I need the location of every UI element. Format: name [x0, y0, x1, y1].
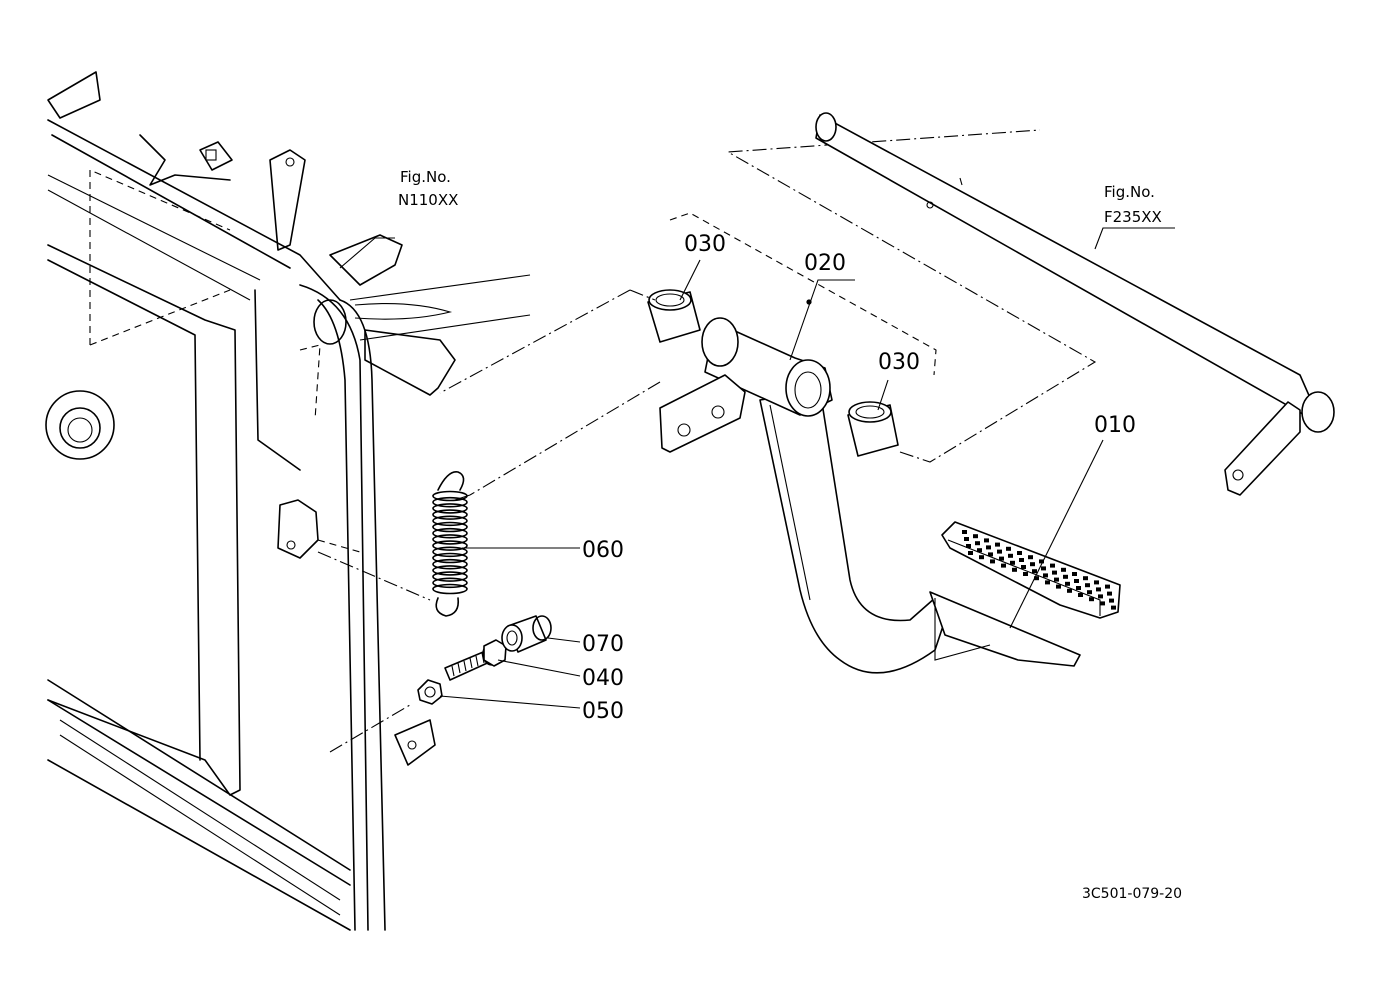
- tread-dot: [962, 530, 967, 534]
- leader-lines: [339, 227, 1175, 709]
- tread-dot: [966, 544, 971, 548]
- tread-dot: [1028, 555, 1033, 560]
- tread-dot: [1085, 583, 1090, 588]
- tread-dot: [1063, 574, 1068, 579]
- label-070: 070: [582, 632, 624, 657]
- tread-dot: [1006, 546, 1011, 551]
- bushing-030-right: [847, 401, 899, 457]
- tread-dot: [1010, 560, 1015, 565]
- frame-assembly: [45, 71, 531, 931]
- spring-coil: [432, 496, 468, 508]
- tread-dot: [1111, 605, 1116, 610]
- spring-coil: [432, 565, 468, 576]
- tread-dot: [1072, 572, 1077, 576]
- bushing-030-left: [647, 289, 701, 343]
- part-labels: 010 020 030 030 040 050 060 070: [582, 232, 1136, 724]
- spring-coil: [432, 527, 468, 539]
- drawing-code: 3C501-079-20: [1082, 886, 1182, 902]
- collar-070: [501, 615, 552, 653]
- tread-dot: [1056, 584, 1061, 589]
- tread-dot: [999, 556, 1004, 561]
- shaft-reference: [815, 112, 1335, 496]
- tread-dot: [984, 538, 989, 543]
- figure-references: Fig.No. N110XX Fig.No. F235XX: [398, 168, 1162, 226]
- tread-dot: [1030, 562, 1035, 567]
- tread-dot: [1076, 586, 1081, 590]
- tread-dot: [1041, 566, 1046, 571]
- tread-dot: [1094, 580, 1099, 585]
- tread-dot: [1061, 567, 1066, 572]
- tread-dot: [1096, 587, 1101, 592]
- spring-coil: [432, 571, 468, 582]
- tread-dot: [1100, 601, 1105, 606]
- tread-dot: [1089, 597, 1094, 602]
- tread-dot: [1012, 567, 1017, 572]
- tread-dot: [1087, 590, 1092, 595]
- tread-dot: [1054, 577, 1059, 582]
- tread-dot: [973, 534, 978, 539]
- tread-dot: [997, 549, 1002, 554]
- spring-coil: [432, 552, 468, 564]
- tread-dot: [1034, 576, 1039, 581]
- ref-f235xx-label: Fig.No.: [1104, 183, 1155, 201]
- spring-coil: [432, 521, 468, 533]
- pedal-pad-010: [941, 521, 1121, 619]
- tread-dot: [977, 548, 982, 553]
- nut-050: [417, 679, 443, 705]
- bolt-040: [444, 639, 507, 681]
- tread-dot: [1023, 572, 1028, 576]
- spring-coil: [432, 534, 468, 545]
- tread-dot: [986, 545, 991, 550]
- tread-dot: [1083, 576, 1088, 581]
- tread-dot: [1021, 565, 1026, 569]
- tread-dot: [995, 542, 1000, 547]
- tread-dot: [1098, 594, 1103, 599]
- tread-dot: [988, 552, 993, 557]
- tread-dot: [1074, 579, 1079, 583]
- tread-dot: [979, 555, 984, 560]
- tread-dot: [1107, 591, 1112, 596]
- spring-coil: [432, 503, 468, 514]
- spring-coil: [432, 583, 468, 595]
- tread-dot: [1065, 581, 1070, 586]
- spring-060: [432, 471, 468, 617]
- tread-dot: [1008, 553, 1013, 558]
- tread-dot: [1109, 598, 1114, 603]
- tread-dot: [1001, 563, 1006, 568]
- tread-dot: [990, 559, 995, 564]
- spring-coil: [432, 577, 468, 589]
- tread-dot: [1017, 551, 1022, 555]
- spring-coil: [432, 515, 468, 527]
- label-050: 050: [582, 699, 624, 724]
- ref-n110xx-code: N110XX: [398, 191, 458, 209]
- tread-dot: [1019, 558, 1024, 562]
- label-030-right: 030: [878, 350, 920, 375]
- label-060: 060: [582, 538, 624, 563]
- tread-dot: [968, 551, 973, 555]
- tread-dot: [1045, 580, 1050, 585]
- pedal-arm-020: [439, 129, 1097, 674]
- tread-dot: [964, 537, 969, 541]
- tread-dot: [1039, 559, 1044, 564]
- ref-f235xx-code: F235XX: [1104, 208, 1162, 226]
- tread-dot: [1067, 588, 1072, 593]
- spring-coil: [432, 558, 468, 570]
- tread-dot: [1052, 570, 1057, 575]
- label-010: 010: [1094, 413, 1136, 438]
- label-020: 020: [804, 251, 846, 276]
- tread-dot: [1032, 569, 1037, 574]
- spring-coil: [432, 540, 468, 551]
- tread-dot: [1078, 593, 1083, 597]
- label-040: 040: [582, 666, 624, 691]
- ref-n110xx-label: Fig.No.: [400, 168, 451, 186]
- tread-dot: [1043, 573, 1048, 578]
- tread-dot: [975, 541, 980, 546]
- tread-dot: [1050, 563, 1055, 568]
- spring-coil: [432, 546, 468, 558]
- spring-coil: [432, 509, 468, 520]
- tread-dot: [1105, 584, 1110, 589]
- label-030-left: 030: [684, 232, 726, 257]
